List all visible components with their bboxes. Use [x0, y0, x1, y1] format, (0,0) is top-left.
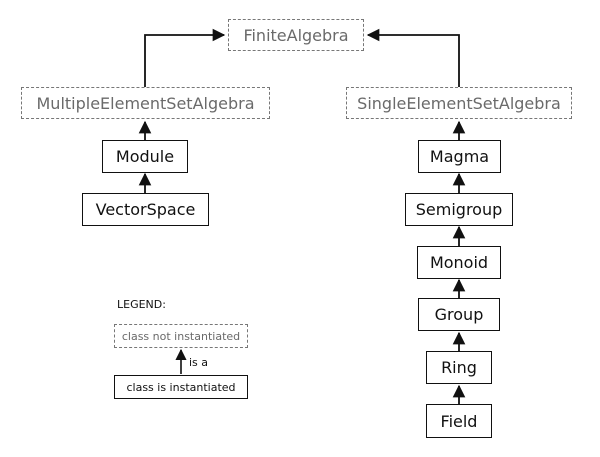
edge-single-to-finite — [366, 28, 460, 87]
node-magma: Magma — [418, 140, 501, 173]
node-finite-algebra: FiniteAlgebra — [228, 19, 364, 51]
node-module: Module — [102, 140, 188, 173]
node-single-element-set-algebra: SingleElementSetAlgebra — [346, 87, 572, 119]
node-monoid: Monoid — [417, 246, 501, 279]
legend-instantiated: class is instantiated — [114, 375, 248, 399]
node-group: Group — [418, 298, 500, 331]
legend-is-a-label: is a — [189, 356, 209, 369]
legend-not-instantiated: class not instantiated — [114, 324, 248, 348]
node-ring: Ring — [426, 351, 492, 384]
node-field: Field — [426, 404, 492, 438]
edge-multiple-to-finite — [144, 28, 226, 87]
legend-title: LEGEND: — [117, 298, 166, 311]
node-vector-space: VectorSpace — [82, 193, 209, 226]
node-semigroup: Semigroup — [405, 193, 513, 226]
node-multiple-element-set-algebra: MultipleElementSetAlgebra — [21, 87, 270, 119]
